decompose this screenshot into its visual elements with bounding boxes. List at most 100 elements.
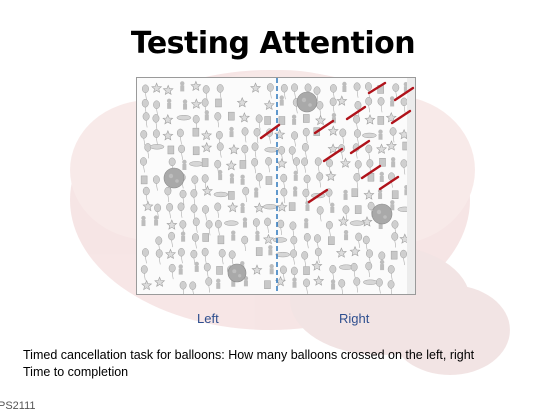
balloon-icon	[168, 231, 176, 241]
balloon-icon	[290, 249, 297, 258]
balloon-icon	[141, 98, 149, 108]
balloon-icon	[329, 84, 337, 93]
balloon-icon	[141, 248, 149, 257]
balloon-icon	[265, 157, 273, 166]
person-icon	[292, 277, 297, 282]
balloon-icon	[391, 220, 399, 229]
cup-icon	[265, 176, 273, 185]
person-icon	[292, 186, 298, 191]
balloon-icon	[140, 265, 148, 274]
rocket-icon	[363, 279, 378, 285]
star-icon	[225, 159, 237, 171]
person-icon	[268, 245, 273, 250]
balloon-icon	[303, 233, 311, 242]
cup-icon	[264, 116, 271, 125]
balloon-icon	[264, 217, 272, 227]
balloon-icon	[301, 142, 309, 152]
star-icon	[154, 276, 166, 287]
left-label: Left	[197, 311, 219, 326]
balloon-icon	[366, 159, 374, 168]
balloon-icon	[142, 112, 150, 121]
person-icon	[293, 170, 298, 176]
balloon-icon	[291, 131, 299, 140]
balloon-icon	[280, 173, 288, 183]
balloon-icon	[155, 236, 163, 245]
star-icon	[262, 233, 274, 245]
person-icon	[254, 187, 259, 192]
star-icon	[325, 170, 337, 182]
cup-icon	[255, 247, 263, 256]
balloon-icon	[252, 218, 260, 227]
balloon-icon	[201, 174, 209, 183]
star-icon	[385, 112, 397, 123]
balloon-icon	[205, 220, 213, 229]
cup-icon	[288, 202, 296, 211]
balloon-icon	[304, 83, 312, 93]
person-icon	[255, 230, 260, 236]
star-icon	[315, 114, 327, 126]
balloon-icon	[342, 205, 350, 214]
balloon-icon	[255, 172, 263, 182]
balloon-icon	[354, 160, 362, 169]
person-icon	[182, 99, 188, 104]
cross-mark-icon	[378, 175, 400, 191]
star-icon	[162, 114, 174, 125]
balloon-icon	[179, 189, 187, 199]
cross-mark-icon	[259, 123, 281, 140]
balloon-icon	[154, 203, 162, 213]
balloon-icon	[164, 186, 172, 196]
balloon-icon	[314, 234, 321, 243]
balloon-icon	[152, 129, 160, 138]
balloon-icon	[203, 262, 211, 272]
person-icon	[377, 188, 383, 194]
balloon-icon	[365, 144, 373, 154]
person-icon	[389, 96, 395, 101]
balloon-icon	[155, 249, 163, 258]
person-icon	[403, 81, 409, 87]
star-icon	[339, 157, 351, 168]
star-icon	[250, 82, 262, 93]
balloon-icon	[190, 189, 198, 198]
balloon-icon	[289, 221, 297, 230]
balloon-icon	[191, 175, 199, 184]
balloon-icon	[316, 172, 324, 181]
balloon-icon	[362, 235, 370, 245]
rocket-icon	[349, 220, 365, 226]
balloon-icon	[205, 277, 213, 286]
person-icon	[217, 169, 223, 175]
balloon-icon	[214, 219, 222, 229]
balloon-icon	[166, 203, 174, 212]
balloon-icon	[290, 235, 298, 245]
person-icon	[279, 95, 284, 100]
balloon-icon	[279, 265, 287, 275]
balloon-icon	[192, 114, 200, 124]
balloon-icon	[338, 279, 346, 288]
right-label: Right	[339, 311, 370, 326]
star-icon	[327, 125, 339, 136]
balloon-icon	[201, 247, 209, 257]
cancellation-task-sheet	[136, 77, 416, 295]
moon-icon	[227, 263, 247, 283]
star-icon	[142, 200, 154, 212]
person-icon	[342, 81, 347, 87]
balloon-icon	[339, 128, 347, 137]
balloon-icon	[366, 249, 373, 258]
person-icon	[240, 261, 245, 266]
cup-icon	[391, 190, 399, 199]
star-icon	[201, 185, 213, 196]
balloon-icon	[242, 186, 250, 196]
rocket-icon	[176, 115, 192, 121]
cup-icon	[379, 158, 386, 167]
caption: Timed cancellation task for balloons: Ho…	[23, 347, 474, 381]
balloon-icon	[365, 261, 373, 271]
balloon-icon	[377, 97, 385, 106]
cup-icon	[239, 160, 247, 169]
balloon-icon	[302, 127, 310, 137]
balloon-icon	[355, 232, 363, 242]
cup-icon	[215, 98, 222, 108]
balloon-icon	[378, 251, 386, 260]
balloon-icon	[177, 202, 185, 211]
star-icon	[263, 99, 275, 111]
cup-icon	[303, 266, 310, 275]
person-icon	[269, 264, 274, 269]
